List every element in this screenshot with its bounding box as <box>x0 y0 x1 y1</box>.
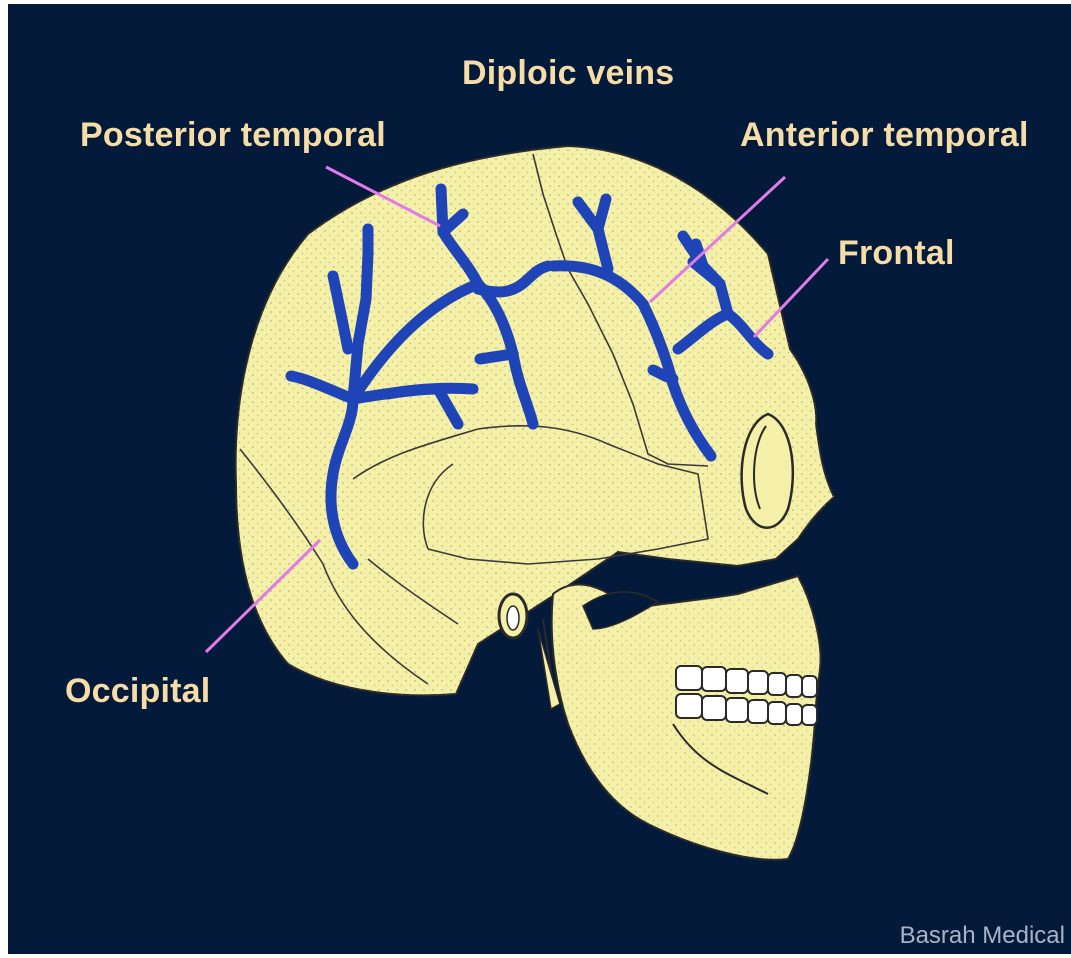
watermark-text: Basrah Medical <box>900 924 1065 948</box>
label-occipital: Occipital <box>65 674 210 708</box>
label-anterior-temporal: Anterior temporal <box>740 118 1029 152</box>
diagram-slide: Diploic veins Posterior temporal Anterio… <box>8 4 1071 954</box>
diagram-title: Diploic veins <box>462 56 674 90</box>
label-frontal: Frontal <box>838 236 955 270</box>
label-posterior-temporal: Posterior temporal <box>80 118 386 152</box>
